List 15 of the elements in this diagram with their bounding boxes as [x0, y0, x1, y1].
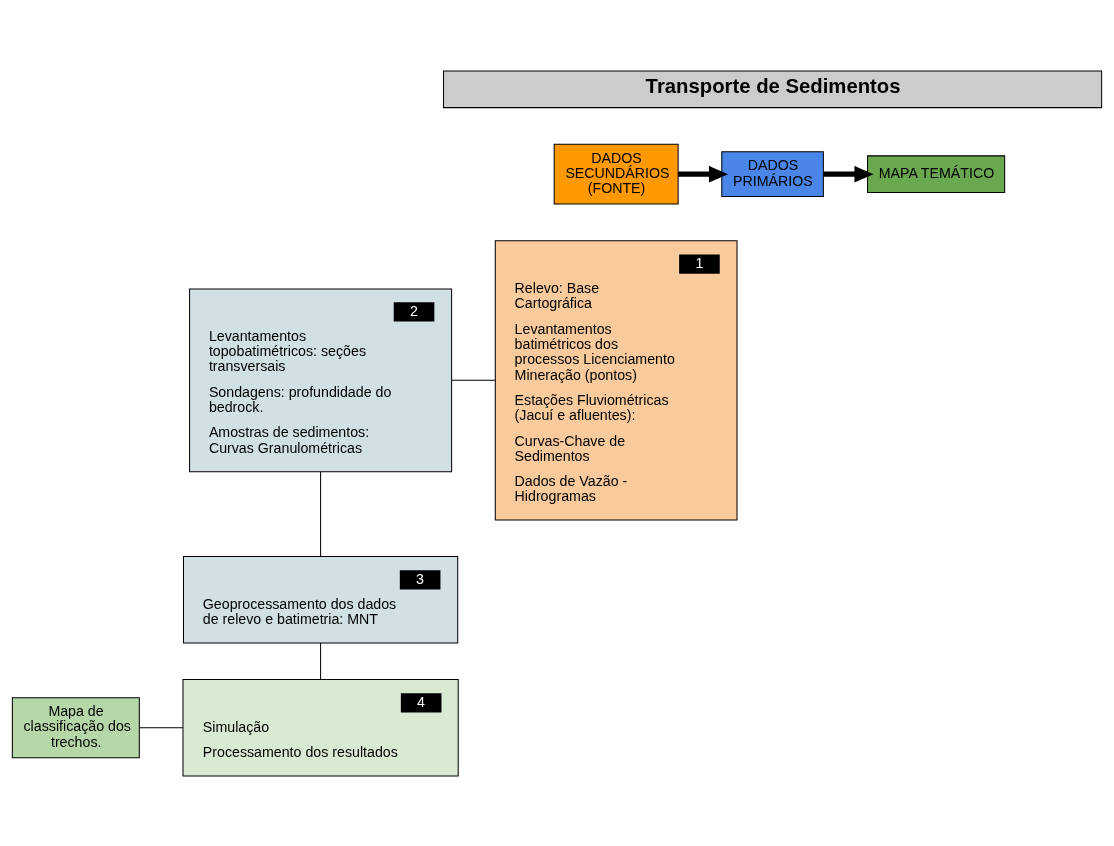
- node-box: Mapa de classificação dos trechos.: [11, 696, 140, 758]
- connector: [138, 726, 184, 728]
- node-box: 3 Geoprocessamento dos dados de relevo e batimetria: MNT: [183, 555, 459, 643]
- connector: [320, 642, 322, 680]
- arrow: [823, 165, 874, 182]
- node-box: 1 Relevo: Base Cartográfica Levantamentos batimétricos dos processos Licenciamento Mineração (pontos) Estações Fluviométricas (Jacuí e afluentes): Curvas-Chave de Sedimentos Dados de Vazão - Hidrogramas: [494, 239, 738, 520]
- connector: [320, 470, 322, 557]
- node-box: DADOS PRIMÁRIOS: [721, 150, 824, 197]
- arrow: [678, 165, 729, 182]
- node-box: Transporte de Sedimentos: [443, 70, 1103, 108]
- node-box: DADOS SECUNDÁRIOS (FONTE): [553, 143, 679, 205]
- node-box: 2 Levantamentos topobatimétricos: seções transversais Sondagens: profundidade do bedrock. Amostras de sedimentos: Curvas Granulométricas: [189, 287, 453, 472]
- node-box: MAPA TEMÁTICO: [867, 154, 1006, 193]
- connector: [451, 379, 496, 381]
- node-box: 4 Simulação Processamento dos resultados: [182, 678, 459, 776]
